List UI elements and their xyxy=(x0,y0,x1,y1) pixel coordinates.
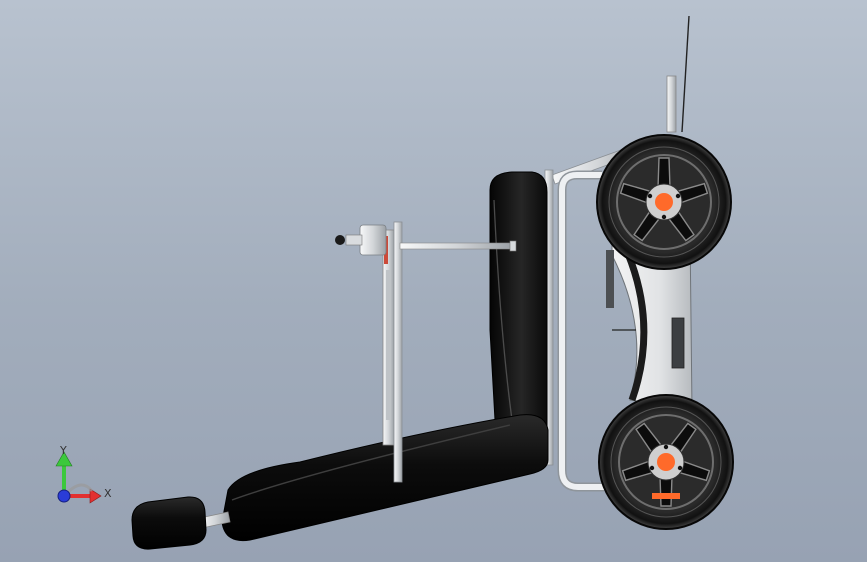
joystick-arm xyxy=(399,240,517,252)
triad-x-label: X xyxy=(104,487,112,500)
armrest-post xyxy=(382,221,403,483)
chassis-body xyxy=(606,229,693,411)
joystick-controller xyxy=(335,224,387,256)
seat-back xyxy=(489,171,548,447)
seat-cushion xyxy=(221,414,549,542)
upper-wheel xyxy=(596,134,732,270)
coordinate-triad: Y X xyxy=(55,444,112,504)
frame-loop xyxy=(544,169,604,492)
footrest xyxy=(131,496,231,550)
triad-y-label: Y xyxy=(59,444,67,457)
antenna xyxy=(681,15,690,133)
lower-wheel xyxy=(598,394,734,530)
